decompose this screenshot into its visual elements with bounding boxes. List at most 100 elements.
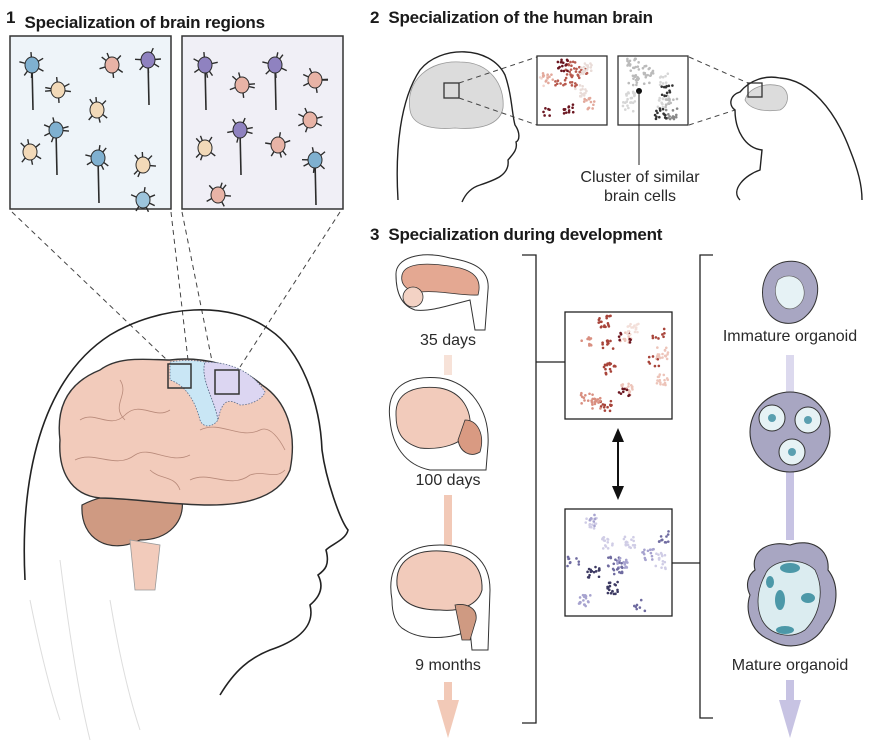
immature-organoid-core: [775, 275, 805, 310]
glial-cell: [133, 151, 157, 178]
lavender-arrow-segment-2: [786, 470, 794, 540]
panel-3-number: 3: [370, 225, 380, 244]
glial-cell: [229, 72, 256, 98]
panel-2-number: 2: [370, 8, 380, 27]
mature-organoid-lumens: [766, 563, 815, 634]
brain-gyri: [74, 379, 286, 491]
cell-cluster: [566, 555, 581, 568]
infant-9-months-cerebellum: [454, 604, 477, 641]
chimp-cluster-points: [621, 57, 679, 121]
panel-1-title-text: Specialization of brain regions: [24, 13, 266, 32]
chimp-cluster-plot: [617, 55, 689, 126]
panel-3: [388, 254, 837, 738]
region-lavender: [203, 361, 266, 421]
human-cluster-points: [538, 58, 596, 117]
panel-3-title-text: Specialization during development: [388, 225, 663, 244]
human-brain-silhouette: [408, 61, 504, 129]
cell-cluster: [579, 62, 593, 76]
cell-cluster: [647, 355, 661, 368]
zoom-lines-panel-2: [458, 56, 749, 126]
stage-label-100-days: 100 days: [415, 472, 481, 489]
cell-cluster: [621, 101, 635, 113]
cell-cluster: [601, 339, 615, 350]
compare-arrow-head-up: [612, 428, 624, 442]
neurons: [19, 47, 329, 213]
pink-arrow-segment-2: [444, 495, 452, 545]
panel-2-title-text: Specialization of the human brain: [388, 8, 653, 27]
glial-cell: [265, 132, 291, 158]
panel-1-title: 1 Specialization of brain regions: [6, 8, 265, 33]
cell-cluster: [542, 107, 551, 117]
panel-2: [396, 51, 863, 203]
pink-arrow-segment-1: [444, 355, 452, 375]
pyramidal-neuron: [19, 51, 44, 111]
glial-cell: [302, 67, 329, 93]
cell-cluster: [626, 57, 641, 72]
human-head-outline: [396, 51, 520, 203]
cluster-callout-line-2: brain cells: [603, 188, 677, 205]
embryo-35-days-bulge: [402, 286, 424, 308]
bracket-right: [699, 254, 713, 719]
pink-arrow-head: [437, 700, 459, 738]
cell-cluster: [554, 79, 567, 87]
lavender-arrow-shaft: [786, 680, 794, 702]
cell-cluster: [617, 387, 631, 398]
cell-cluster: [586, 565, 601, 579]
human-sample-box: [443, 82, 460, 99]
rosette-1-lumen: [768, 414, 776, 422]
cell-cluster: [577, 593, 592, 608]
cell-cluster: [655, 373, 670, 387]
cell-cluster: [622, 535, 637, 550]
cell-cluster: [651, 327, 666, 340]
cell-cluster: [574, 84, 588, 98]
bracket-left: [522, 254, 537, 724]
pyramidal-neuron: [43, 117, 70, 176]
panel-1-number: 1: [6, 8, 16, 27]
lavender-arrow-head: [779, 700, 801, 738]
pyramidal-neuron: [85, 145, 109, 204]
sample-box-blue: [167, 363, 192, 389]
cell-cluster: [541, 72, 555, 85]
region-blue: [169, 360, 219, 427]
organoid-label-mature: Mature organoid: [731, 657, 849, 674]
glial-cell: [130, 187, 156, 213]
glial-cell: [298, 107, 323, 133]
cell-cluster: [655, 346, 670, 361]
glial-cell: [206, 182, 232, 207]
cell-cluster: [601, 535, 614, 550]
glial-cell: [88, 96, 108, 123]
stage-label-35-days: 35 days: [419, 332, 477, 349]
pyramidal-neuron: [262, 52, 288, 111]
zoom-lines-panel-1: [11, 211, 341, 368]
cell-cluster: [664, 107, 679, 121]
panel-2-title: 2 Specialization of the human brain: [370, 8, 653, 28]
hair-lines: [29, 559, 141, 741]
cell-cluster: [641, 64, 655, 78]
head-outline: [23, 309, 349, 696]
organoid-cluster-points: [566, 513, 670, 613]
cell-cluster: [626, 322, 640, 337]
cluster-callout-label: Cluster of similar brain cells: [560, 168, 720, 206]
cell-cluster: [597, 314, 612, 329]
cell-cluster: [627, 74, 640, 87]
glial-cell: [195, 135, 216, 161]
cell-cluster: [580, 336, 593, 347]
chimp-brain-silhouette: [744, 84, 788, 112]
cell-cluster: [606, 580, 619, 596]
cell-cluster: [563, 73, 578, 88]
cell-cluster: [579, 391, 595, 405]
infant-9-months-brain: [396, 550, 483, 611]
cell-cluster: [582, 96, 596, 111]
cell-cluster: [602, 361, 617, 376]
pyramidal-neuron: [193, 51, 218, 111]
cell-cluster: [660, 84, 674, 98]
cell-cluster: [590, 396, 602, 410]
cell-cluster: [556, 58, 569, 73]
pyramidal-neuron: [301, 147, 326, 206]
fetus-100-days-cerebellum: [457, 419, 482, 455]
compare-arrow-head-down: [612, 486, 624, 500]
pink-arrow-shaft: [444, 682, 452, 702]
stage-label-9-months: 9 months: [415, 657, 481, 674]
rosette-2-lumen: [804, 416, 812, 424]
human-cluster-plot: [536, 55, 608, 126]
